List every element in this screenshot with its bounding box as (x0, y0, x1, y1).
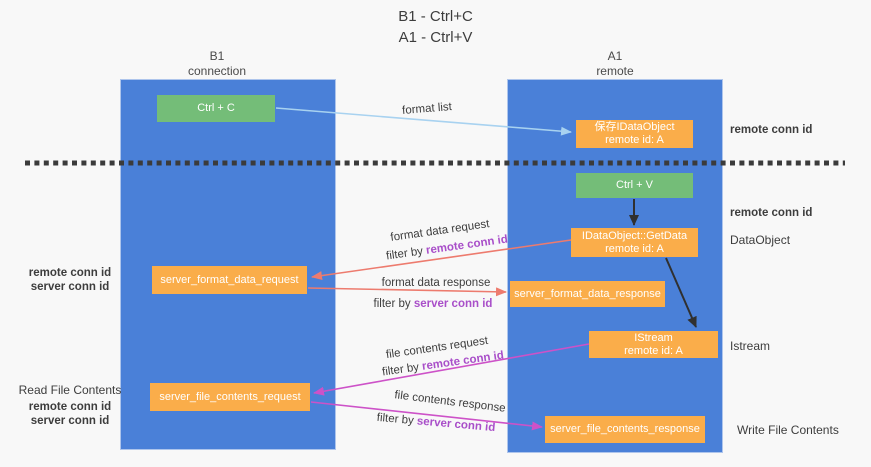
label-filter-server-1: filter by server conn id (374, 298, 493, 310)
arrow-format-list (275, 107, 572, 136)
ctrl-v-label: Ctrl + V (616, 179, 653, 191)
label-format-data-response: format data response (381, 277, 491, 289)
right-label-istream: Istream (730, 339, 771, 353)
arrow-getdata-to-istream (665, 257, 697, 328)
server-conn-id-text: server conn id (413, 298, 493, 310)
right-label-remote-conn-id-mid: remote conn id (730, 207, 813, 219)
right-label-remote-conn-id-top: remote conn id (730, 124, 813, 136)
right-label-write-file-contents: Write File Contents (737, 423, 839, 437)
node-server-file-contents-response: server_file_contents_response (545, 416, 705, 443)
left-label-remote-conn-id-2: remote conn id (28, 401, 112, 413)
istream-line2: remote id: A (624, 344, 683, 357)
left-label-read-file-contents: Read File Contents (18, 383, 122, 397)
ctrl-c-label: Ctrl + C (197, 102, 235, 114)
lane-b1-name: B1 (209, 49, 225, 63)
lane-header-a1: A1 remote (515, 49, 715, 79)
title-line-2: A1 - Ctrl+V (398, 29, 473, 46)
left-label-group-file: Read File Contents remote conn id server… (0, 383, 140, 428)
lane-a1-role: remote (596, 64, 634, 78)
arrow-file-contents-response (310, 401, 543, 431)
arrow-format-data-response (307, 287, 507, 297)
lane-header-b1: B1 connection (117, 49, 317, 79)
save-dataobject-line1: 保存IDataObject (594, 121, 675, 133)
node-save-dataobject: 保存IDataObject remote id: A (576, 120, 693, 148)
getdata-line2: remote id: A (605, 242, 664, 255)
node-ctrl-c: Ctrl + C (157, 95, 275, 122)
server-file-contents-request-label: server_file_contents_request (159, 390, 301, 403)
right-label-dataobject: DataObject (730, 233, 791, 247)
istream-line1: IStream (634, 331, 673, 344)
title-line-1: B1 - Ctrl+C (398, 8, 473, 25)
left-label-remote-conn-id-1: remote conn id (28, 267, 112, 279)
server-file-contents-response-label: server_file_contents_response (550, 423, 700, 435)
diagram-title: B1 - Ctrl+C A1 - Ctrl+V (0, 6, 871, 48)
arrow-format-data-request (311, 239, 572, 281)
arrow-file-contents-request (313, 343, 590, 396)
server-format-data-request-label: server_format_data_request (160, 273, 299, 286)
left-label-server-conn-id-2: server conn id (30, 415, 110, 427)
node-ctrl-v: Ctrl + V (576, 173, 693, 198)
lane-b1-role: connection (187, 64, 247, 78)
node-idataobject-getdata: IDataObject::GetData remote id: A (571, 228, 698, 257)
node-server-file-contents-request: server_file_contents_request (150, 383, 310, 411)
node-server-format-data-response: server_format_data_response (510, 281, 665, 307)
filter-by-text: filter by (373, 298, 411, 310)
left-label-server-conn-id-1: server conn id (30, 281, 110, 293)
left-label-group-format: remote conn id server conn id (0, 266, 140, 294)
getdata-line1: IDataObject::GetData (581, 229, 688, 242)
lane-a1-name: A1 (607, 49, 623, 63)
server-format-data-response-label: server_format_data_response (514, 287, 661, 300)
node-istream: IStream remote id: A (589, 331, 718, 358)
save-dataobject-line2: remote id: A (605, 134, 664, 146)
node-server-format-data-request: server_format_data_request (152, 266, 307, 294)
